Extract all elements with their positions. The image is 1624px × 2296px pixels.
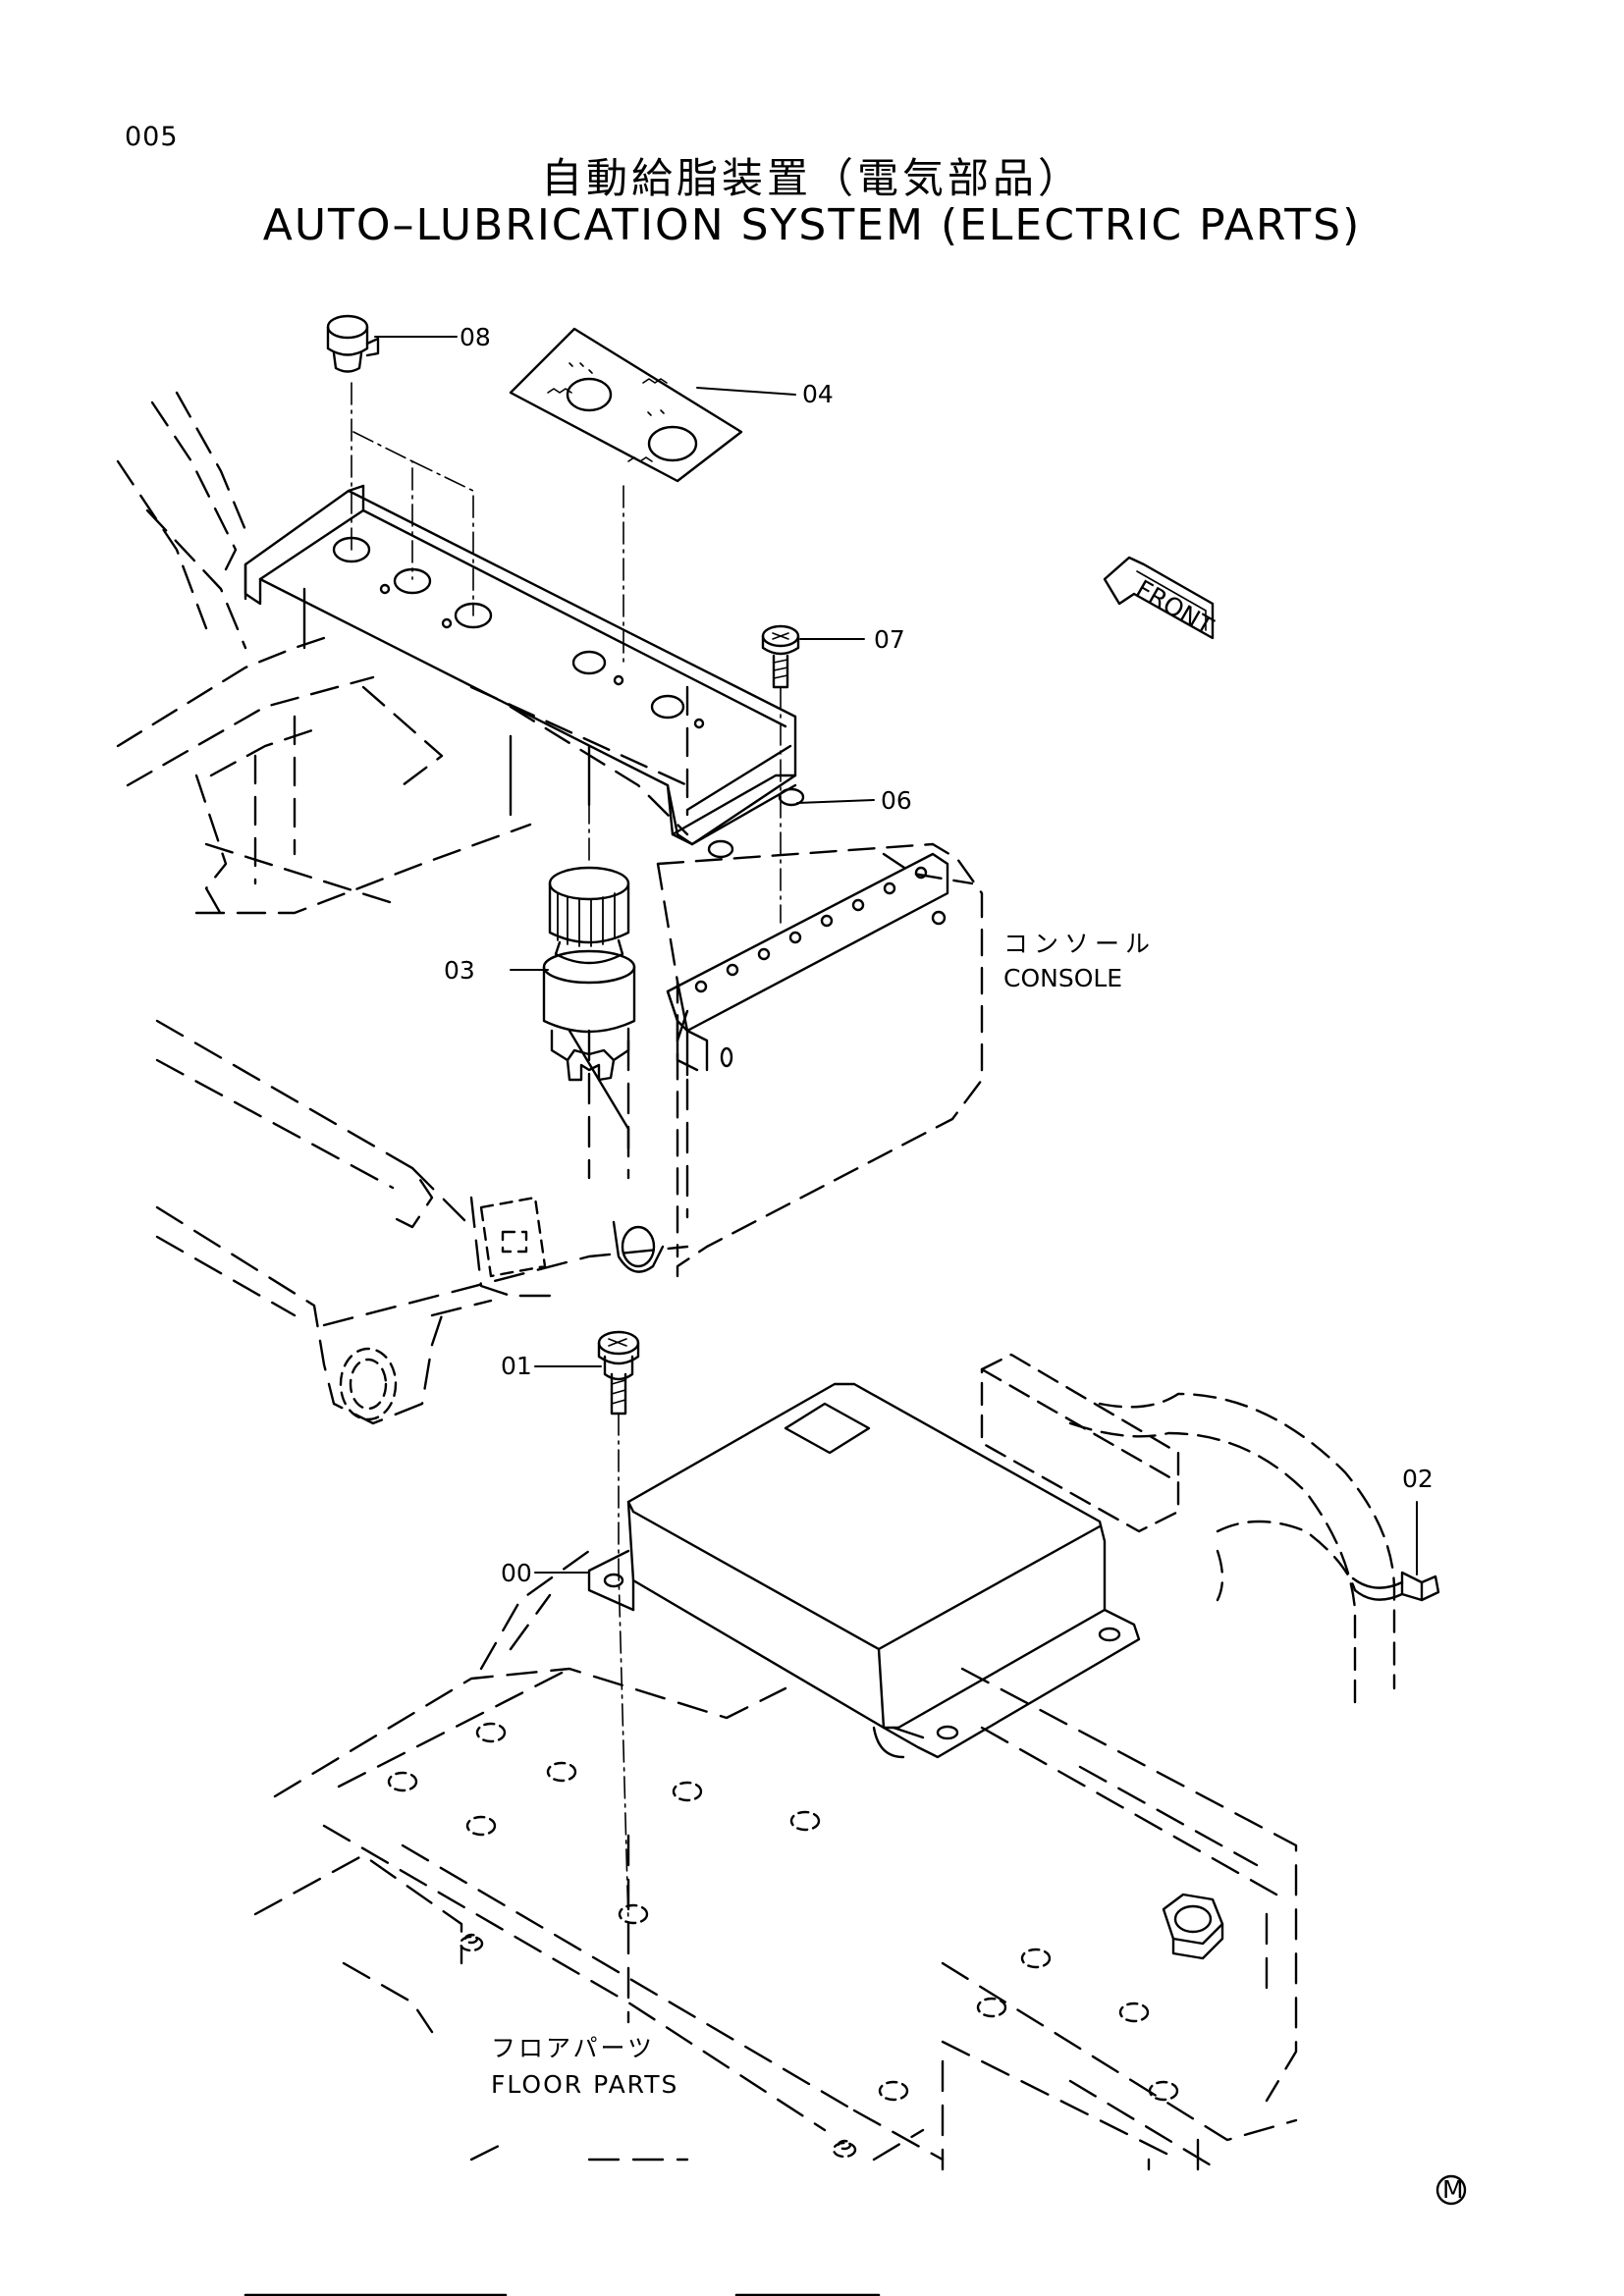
floor-holes [387, 1722, 1179, 2159]
front-badge-label: FRONT [1131, 574, 1218, 641]
callout-01: 01 [501, 1352, 532, 1380]
callout-04: 04 [802, 380, 834, 408]
console-bottom-square [479, 1196, 547, 1278]
title-japanese: 自動給脂装置（電気部品） [540, 154, 1083, 202]
floor-phantom [253, 1549, 1298, 2171]
controller [587, 1382, 1141, 1759]
console-base-phantom [155, 1019, 689, 1425]
console-top-plate [568, 852, 949, 1150]
console-lug-phantom [339, 1347, 398, 1421]
title-english: AUTO–LUBRICATION SYSTEM (ELECTRIC PARTS) [262, 200, 1362, 250]
floor-label-japanese: フロアパーツ [491, 2034, 655, 2062]
mark-letter: M [1442, 2175, 1464, 2204]
screw-07 [761, 624, 800, 689]
circled-m-mark: M [1435, 2174, 1467, 2206]
upper-frame-phantom [116, 391, 689, 925]
front-direction-badge: FRONT [1103, 556, 1218, 641]
center-lines [351, 382, 782, 1925]
name-plate [509, 327, 743, 483]
cap [326, 314, 380, 373]
mounting-bracket [244, 484, 805, 859]
callout-07: 07 [874, 625, 905, 654]
page-number: 005 [125, 122, 179, 152]
switch [542, 866, 636, 1082]
console-label-japanese: コンソール [1003, 930, 1156, 958]
console-bottom-loop [612, 1220, 665, 1273]
console-side-panel [469, 1029, 689, 1298]
callout-08: 08 [460, 323, 491, 351]
callout-00: 00 [501, 1559, 532, 1587]
cable-tie [1351, 1571, 1440, 1602]
harness-phantom [980, 1353, 1396, 1710]
callout-02: 02 [1402, 1465, 1434, 1493]
console-label-english: CONSOLE [1003, 964, 1122, 992]
leader-lines [374, 336, 1418, 1575]
callout-06: 06 [881, 786, 912, 815]
screw-01 [597, 1330, 640, 1415]
hex-nut [1162, 1893, 1224, 1960]
callout-03: 03 [444, 956, 475, 985]
floor-label-english: FLOOR PARTS [491, 2070, 678, 2099]
